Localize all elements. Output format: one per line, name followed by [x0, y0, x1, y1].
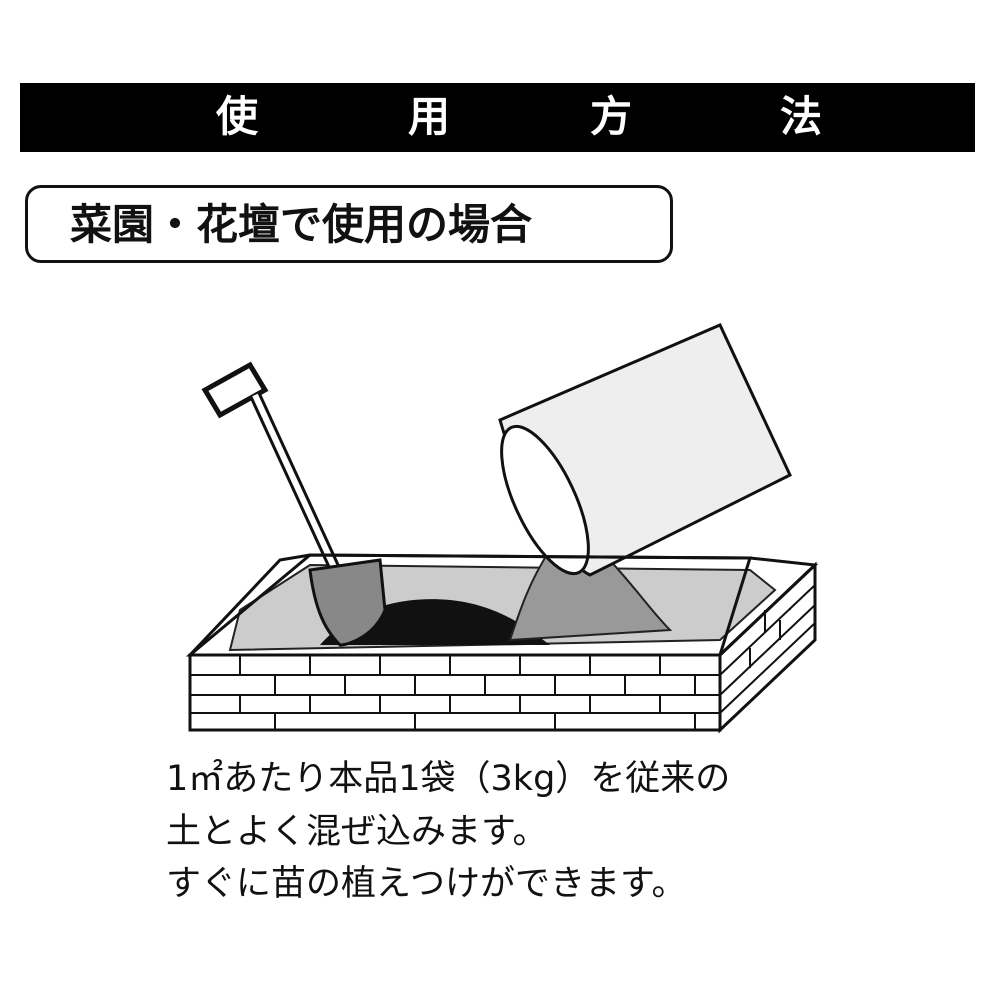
- section-title: 菜園・花壇で使用の場合: [70, 200, 533, 249]
- shovel-icon: [201, 361, 387, 647]
- section-title-box: 菜園・花壇で使用の場合: [25, 185, 673, 263]
- header-char: 使: [216, 92, 259, 141]
- instruction-line: すぐに苗の植えつけができます。: [166, 864, 687, 904]
- header-char: 法: [780, 92, 823, 141]
- instruction-line: 1㎡あたり本品1袋（3kg）を従来の: [166, 759, 731, 799]
- instruction-line: 土とよく混ぜ込みます。: [166, 812, 548, 852]
- header-char: 用: [408, 92, 451, 141]
- product-bag-icon: [498, 323, 792, 577]
- brick-raised-bed: [185, 553, 819, 734]
- usage-header-bar: 使 用 方 法: [20, 83, 975, 152]
- header-char: 方: [590, 92, 633, 141]
- garden-illustration: [185, 323, 819, 734]
